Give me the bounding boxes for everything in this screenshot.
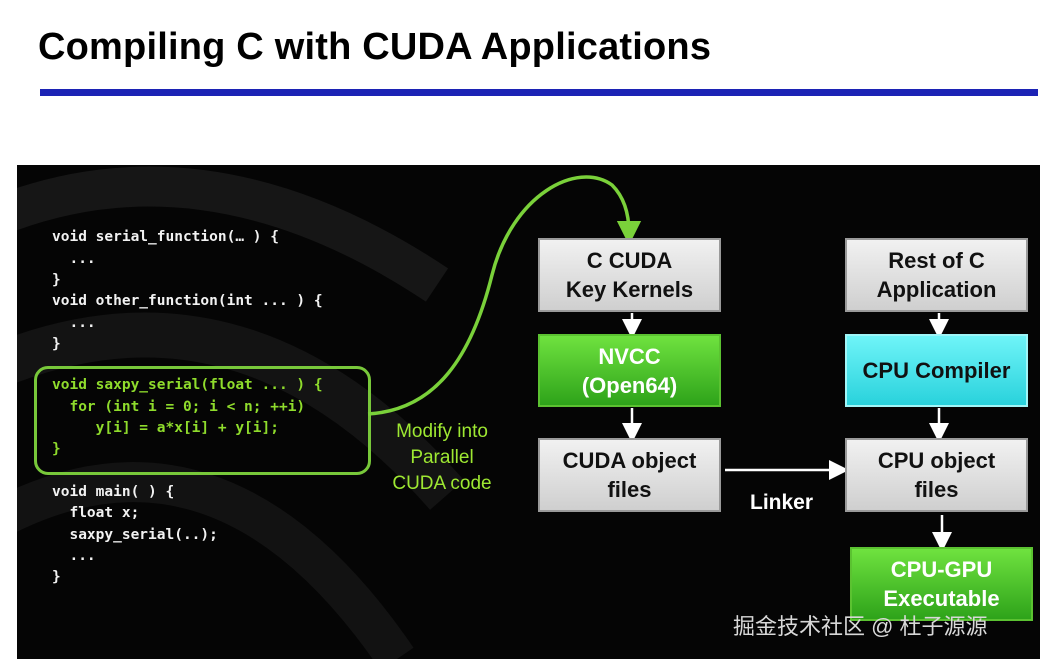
code-line-10: }	[52, 441, 61, 457]
rest-of-c-box: Rest of C Application	[845, 238, 1028, 312]
cpu-compiler-label: CPU Compiler	[862, 358, 1011, 383]
c-cuda-line-2: Key Kernels	[565, 277, 694, 302]
nvcc-line-2: (Open64)	[581, 372, 678, 398]
background-swirl	[17, 166, 464, 659]
rest-line-2: Application	[876, 277, 997, 302]
cpu-obj-line-1: CPU object	[877, 448, 996, 473]
c-cuda-line-1: C CUDA	[586, 248, 673, 273]
nvcc-line-1: NVCC	[598, 343, 661, 369]
cuda-object-files-box: CUDA object files	[538, 438, 721, 512]
cpu-compiler-box: CPU Compiler	[845, 334, 1028, 407]
code-line-4: void other_function(int ... ) {	[52, 293, 323, 309]
diagram-panel: void serial_function(… ) { ... } void ot…	[17, 165, 1040, 659]
exe-line-1: CPU-GPU	[890, 557, 993, 582]
cpu-object-files-box: CPU object files	[845, 438, 1028, 512]
exe-line-2: Executable	[883, 586, 1000, 611]
linker-label: Linker	[750, 491, 814, 514]
code-line-2: ...	[52, 251, 96, 267]
code-line-13: saxpy_serial(..);	[52, 527, 218, 543]
code-line-11: void main( ) {	[52, 484, 175, 500]
modify-line-1: Modify into	[396, 421, 488, 442]
code-line-8: for (int i = 0; i < n; ++i)	[52, 399, 306, 415]
code-line-9: y[i] = a*x[i] + y[i];	[52, 420, 279, 436]
slide-title: Compiling C with CUDA Applications	[38, 26, 712, 68]
code-line-1: void serial_function(… ) {	[52, 229, 279, 245]
cpu-gpu-executable-box: CPU-GPU Executable	[850, 547, 1033, 621]
title-underline	[40, 89, 1038, 96]
modify-curve-arrow	[367, 175, 642, 416]
watermark: 掘金技术社区 @ 杜子源源	[733, 614, 988, 639]
nvcc-box: NVCC (Open64)	[538, 334, 721, 407]
code-line-6: }	[52, 336, 61, 352]
modify-annotation: Modify into Parallel CUDA code	[372, 419, 512, 497]
cuda-obj-line-1: CUDA object	[562, 448, 697, 473]
cpu-obj-line-2: files	[914, 477, 959, 502]
saxpy-highlight-box	[34, 366, 371, 475]
cuda-obj-line-2: files	[607, 477, 652, 502]
flow-arrows	[367, 175, 952, 552]
c-cuda-kernels-box: C CUDA Key Kernels	[538, 238, 721, 312]
code-line-15: }	[52, 569, 61, 585]
code-line-5: ...	[52, 315, 96, 331]
rest-line-1: Rest of C	[888, 248, 985, 273]
code-line-7: void saxpy_serial(float ... ) {	[52, 377, 323, 393]
modify-line-3: CUDA code	[392, 473, 492, 494]
code-line-12: float x;	[52, 505, 140, 521]
code-line-14: ...	[52, 548, 96, 564]
code-line-3: }	[52, 272, 61, 288]
modify-line-2: Parallel	[410, 447, 474, 468]
